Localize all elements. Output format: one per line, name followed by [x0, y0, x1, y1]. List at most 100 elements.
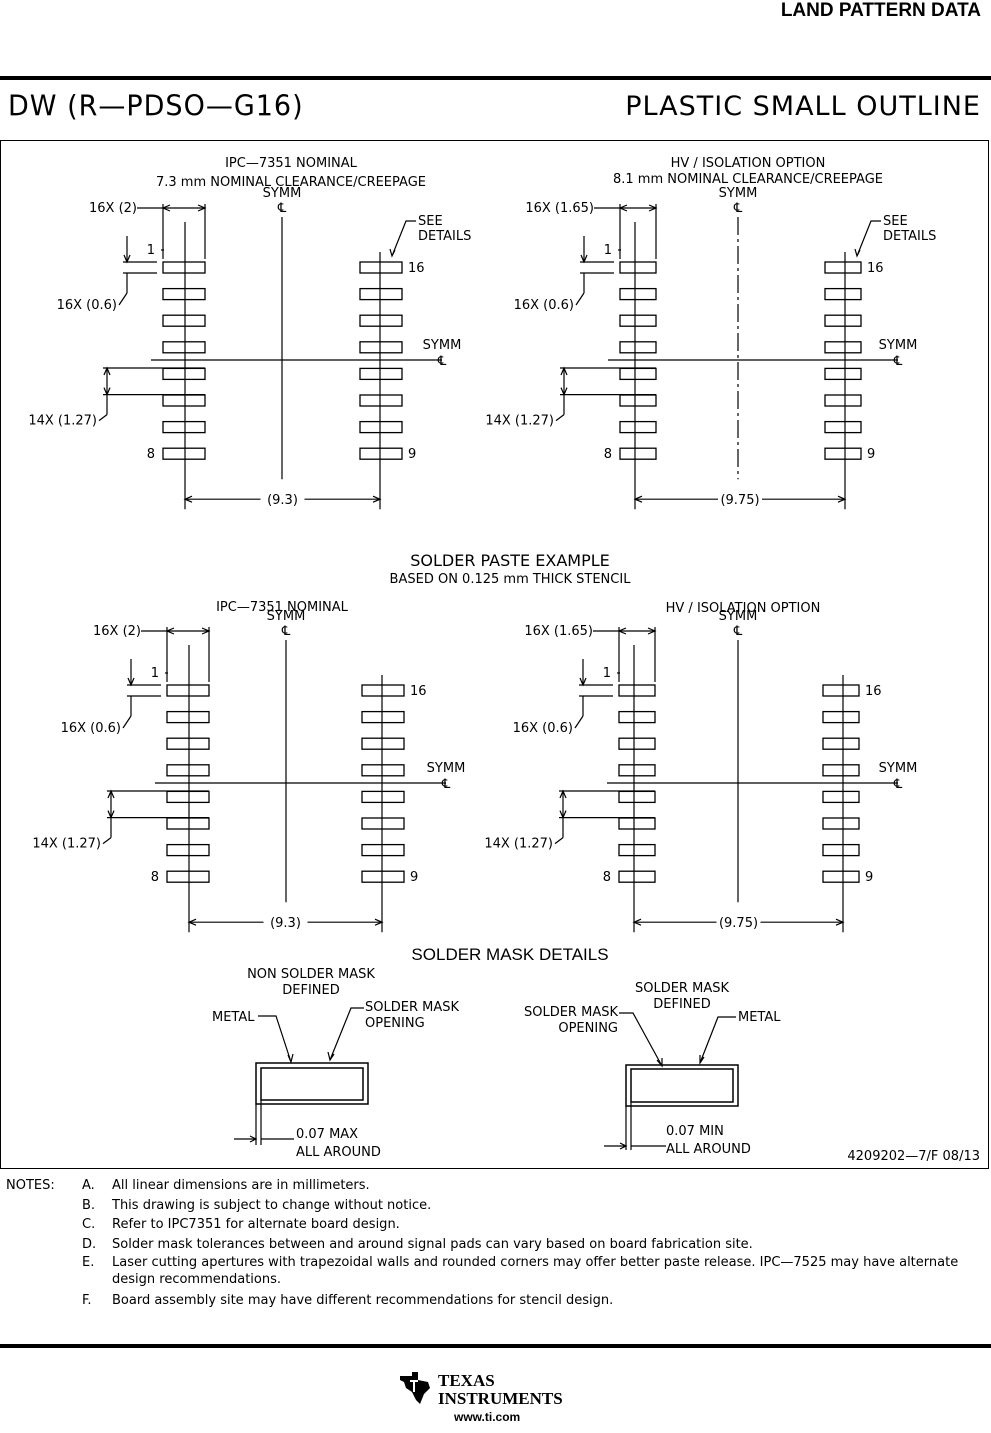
see-details-label-2: DETAILS — [883, 229, 936, 244]
lp-left-title-2: 7.3 mm NOMINAL CLEARANCE/CREEPAGE — [156, 175, 426, 190]
pad-left — [162, 394, 206, 407]
solder-paste-subtitle: BASED ON 0.125 mm THICK STENCIL — [390, 572, 632, 587]
pin-1-label: 1 — [147, 243, 155, 258]
pad-left — [162, 341, 206, 354]
pin-8-label: 8 — [604, 447, 612, 462]
smd-title-2: DEFINED — [653, 997, 710, 1012]
pad-left — [162, 420, 206, 434]
nsmd-metal-leader — [258, 1015, 294, 1064]
lp-right-title-1: HV / ISOLATION OPTION — [671, 156, 826, 171]
note-row-d: D. Solder mask tolerances between and ar… — [6, 1235, 982, 1255]
pad-left — [162, 261, 206, 274]
pad-right — [361, 843, 405, 857]
centerline-symbol-top: ℄ — [281, 624, 291, 639]
span-label: (9.75) — [719, 916, 758, 931]
nsmd-opening-label-2: OPENING — [365, 1016, 425, 1031]
see-details-label-2: DETAILS — [418, 229, 471, 244]
pad-left — [619, 261, 657, 274]
pad-width-label: 16X (1.65) — [524, 624, 593, 639]
pad-right — [359, 447, 403, 460]
pad-right — [824, 420, 862, 434]
centerline-symbol-right: ℄ — [893, 777, 903, 792]
symm-label-top: SYMM — [719, 609, 758, 624]
height-arrow-down — [127, 677, 135, 687]
pad-right — [822, 764, 860, 777]
pad-left — [162, 287, 206, 301]
nsmd-opening-leader — [327, 1007, 364, 1062]
pad-right — [359, 287, 403, 301]
width-arrow — [648, 204, 658, 212]
centerline-symbol-top: ℄ — [733, 624, 743, 639]
pad-left — [619, 367, 657, 381]
pad-right — [822, 870, 860, 883]
note-row-b: B. This drawing is subject to change wit… — [6, 1196, 982, 1216]
span-arrow-left — [187, 918, 197, 926]
pad-left — [618, 710, 656, 724]
pitch-label: 14X (1.27) — [28, 414, 97, 429]
nsmd-metal-label: METAL — [212, 1010, 255, 1025]
pad-left — [619, 314, 657, 327]
footer-rule — [0, 1344, 991, 1348]
ti-brand-line-2: Instruments — [438, 1389, 563, 1408]
pad-right — [824, 447, 862, 460]
pad-right — [824, 287, 862, 301]
pitch-label: 14X (1.27) — [485, 414, 554, 429]
pitch-label: 14X (1.27) — [32, 837, 101, 852]
note-text: Board assembly site may have different r… — [112, 1293, 614, 1308]
pad-width-label: 16X (1.65) — [525, 201, 594, 216]
pin-8-label: 8 — [151, 870, 159, 885]
span-arrow-right — [835, 918, 845, 926]
ti-state-icon — [400, 1372, 430, 1404]
pad-right — [822, 684, 860, 697]
centerline-symbol-right: ℄ — [437, 354, 447, 369]
smd-metal-pad — [625, 1064, 739, 1107]
pin-16-label: 16 — [865, 684, 882, 699]
pad-right — [359, 261, 403, 274]
span-label-bg — [716, 914, 761, 931]
solder-paste-nominal: SYMM℄SYMM℄16X (2)16X (0.6)14X (1.27)(9.3… — [32, 609, 465, 933]
smd-dim-arrow — [604, 1142, 666, 1150]
pad-right — [359, 314, 403, 327]
symm-label-right: SYMM — [423, 338, 462, 353]
note-row-e: E. Laser cutting apertures with trapezoi… — [6, 1254, 982, 1288]
pin-16-label: 16 — [408, 261, 425, 276]
land-pattern-hv: SYMM℄SYMM℄16X (1.65)16X (0.6)14X (1.27)(… — [485, 186, 936, 510]
pin-9-label: 9 — [867, 447, 875, 462]
height-arrow-down — [580, 254, 588, 264]
pad-left — [162, 447, 206, 460]
pin-16-label: 16 — [867, 261, 884, 276]
note-text: Solder mask tolerances between and aroun… — [112, 1236, 753, 1252]
pad-left — [619, 341, 657, 354]
pin-1-label: 1 — [604, 243, 612, 258]
centerline-symbol-right: ℄ — [893, 354, 903, 369]
pad-left — [618, 870, 656, 883]
pad-width-label: 16X (2) — [93, 624, 141, 639]
pad-right — [822, 843, 860, 857]
pad-left — [619, 420, 657, 434]
smd-title-1: SOLDER MASK — [635, 981, 729, 996]
pad-left — [166, 764, 210, 777]
height-leader — [118, 292, 128, 306]
pad-right — [361, 710, 405, 724]
notes-section: NOTES: A. All linear dimensions are in m… — [6, 1176, 982, 1311]
pad-left — [618, 817, 656, 830]
note-text: This drawing is subject to change withou… — [112, 1197, 432, 1213]
package-description: PLASTIC SMALL OUTLINE — [625, 91, 981, 122]
pad-height-label: 16X (0.6) — [513, 721, 573, 736]
nsmd-metal-pad — [260, 1067, 364, 1101]
span-label-bg — [260, 491, 305, 508]
note-letter: B. — [82, 1197, 96, 1213]
pad-left — [618, 790, 656, 804]
height-leader — [575, 292, 585, 306]
pad-left — [166, 710, 210, 724]
see-details-leader — [389, 220, 416, 258]
pitch-leader — [554, 837, 564, 845]
pad-left — [166, 843, 210, 857]
nsmd-opening-label-1: SOLDER MASK — [365, 1000, 459, 1015]
nsmd-dim-label-2: ALL AROUND — [296, 1145, 381, 1160]
width-arrow — [617, 627, 627, 635]
pad-height-label: 16X (0.6) — [57, 298, 117, 313]
pin-8-label: 8 — [603, 870, 611, 885]
page-header-title: LAND PATTERN DATA — [780, 0, 981, 21]
pin-9-label: 9 — [410, 870, 418, 885]
